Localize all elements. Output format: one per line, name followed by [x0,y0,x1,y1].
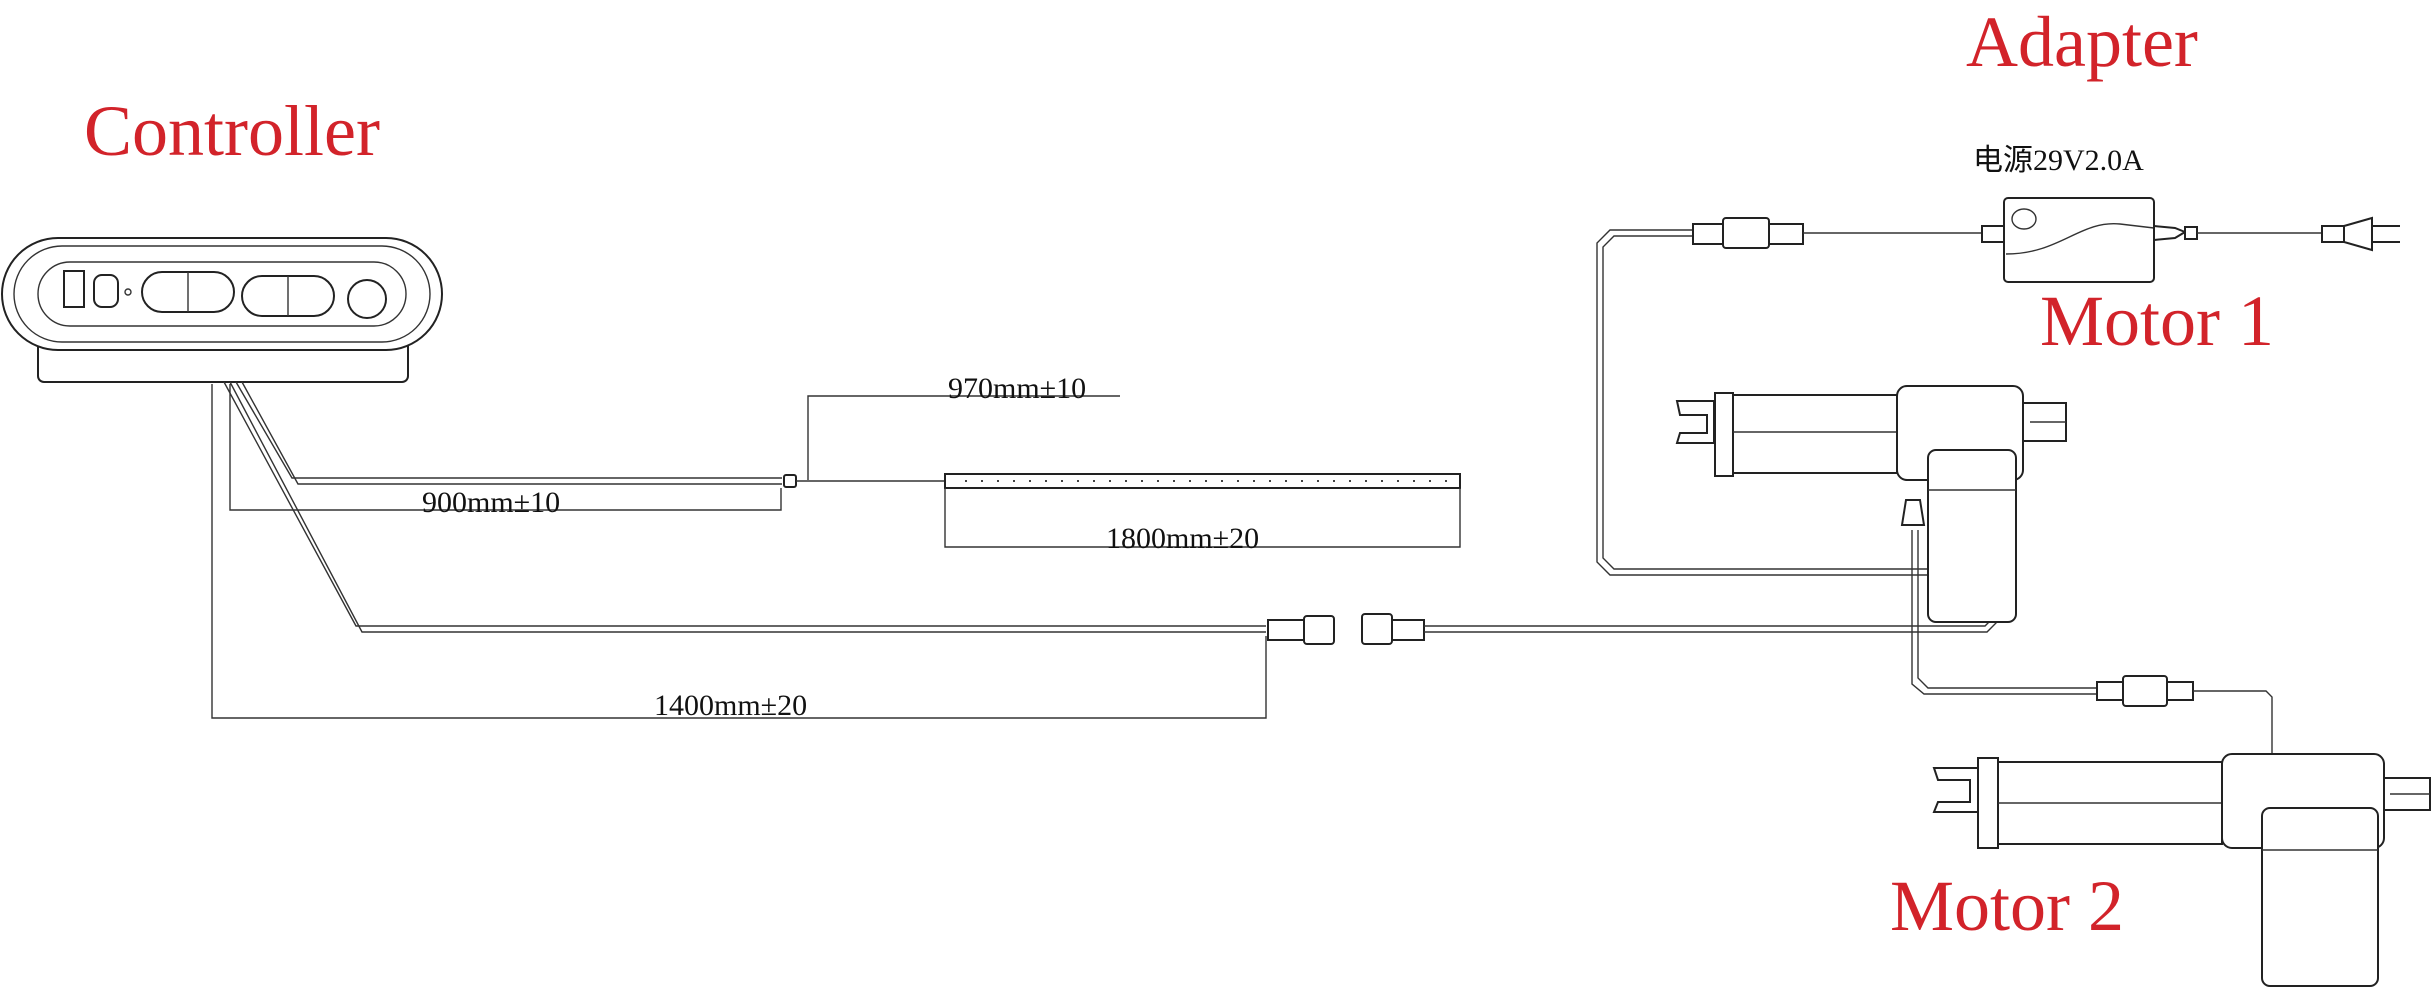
led-cable [235,381,1461,489]
motor-cable [223,381,2000,645]
motor2-label: Motor 2 [1890,866,2124,946]
motor1-actuator [1675,385,2067,623]
dim-led-strip: 1800mm±20 [1106,522,1259,555]
adapter-label: Adapter [1966,2,2198,82]
motor-link-connector [2096,681,2124,701]
male-connector [1267,619,1305,641]
motor2-body [2261,807,2379,987]
female-connector [1361,613,1393,645]
dim-controller-cable: 900mm±10 [422,486,560,519]
dim-led-lead: 970mm±10 [948,372,1086,405]
controller-unit [1,237,443,383]
usb-a-port [63,270,85,308]
usb-c-port [93,274,119,308]
adapter-spec: 电源29V2.0A [1973,144,2144,177]
dimension-lines [211,384,1461,719]
led-strip [944,473,1461,489]
motor1-label: Motor 1 [2040,281,2274,361]
motor2-actuator [1932,753,2431,987]
dim-motor-cable: 1400mm±20 [654,689,807,722]
inline-connector [1692,223,1724,245]
motor-link-cable [1911,530,2273,760]
plug [2343,216,2373,252]
adapter-box [2003,197,2155,283]
motor1-body [1927,449,2017,623]
round-button [347,279,387,319]
controller-label: Controller [84,91,380,171]
